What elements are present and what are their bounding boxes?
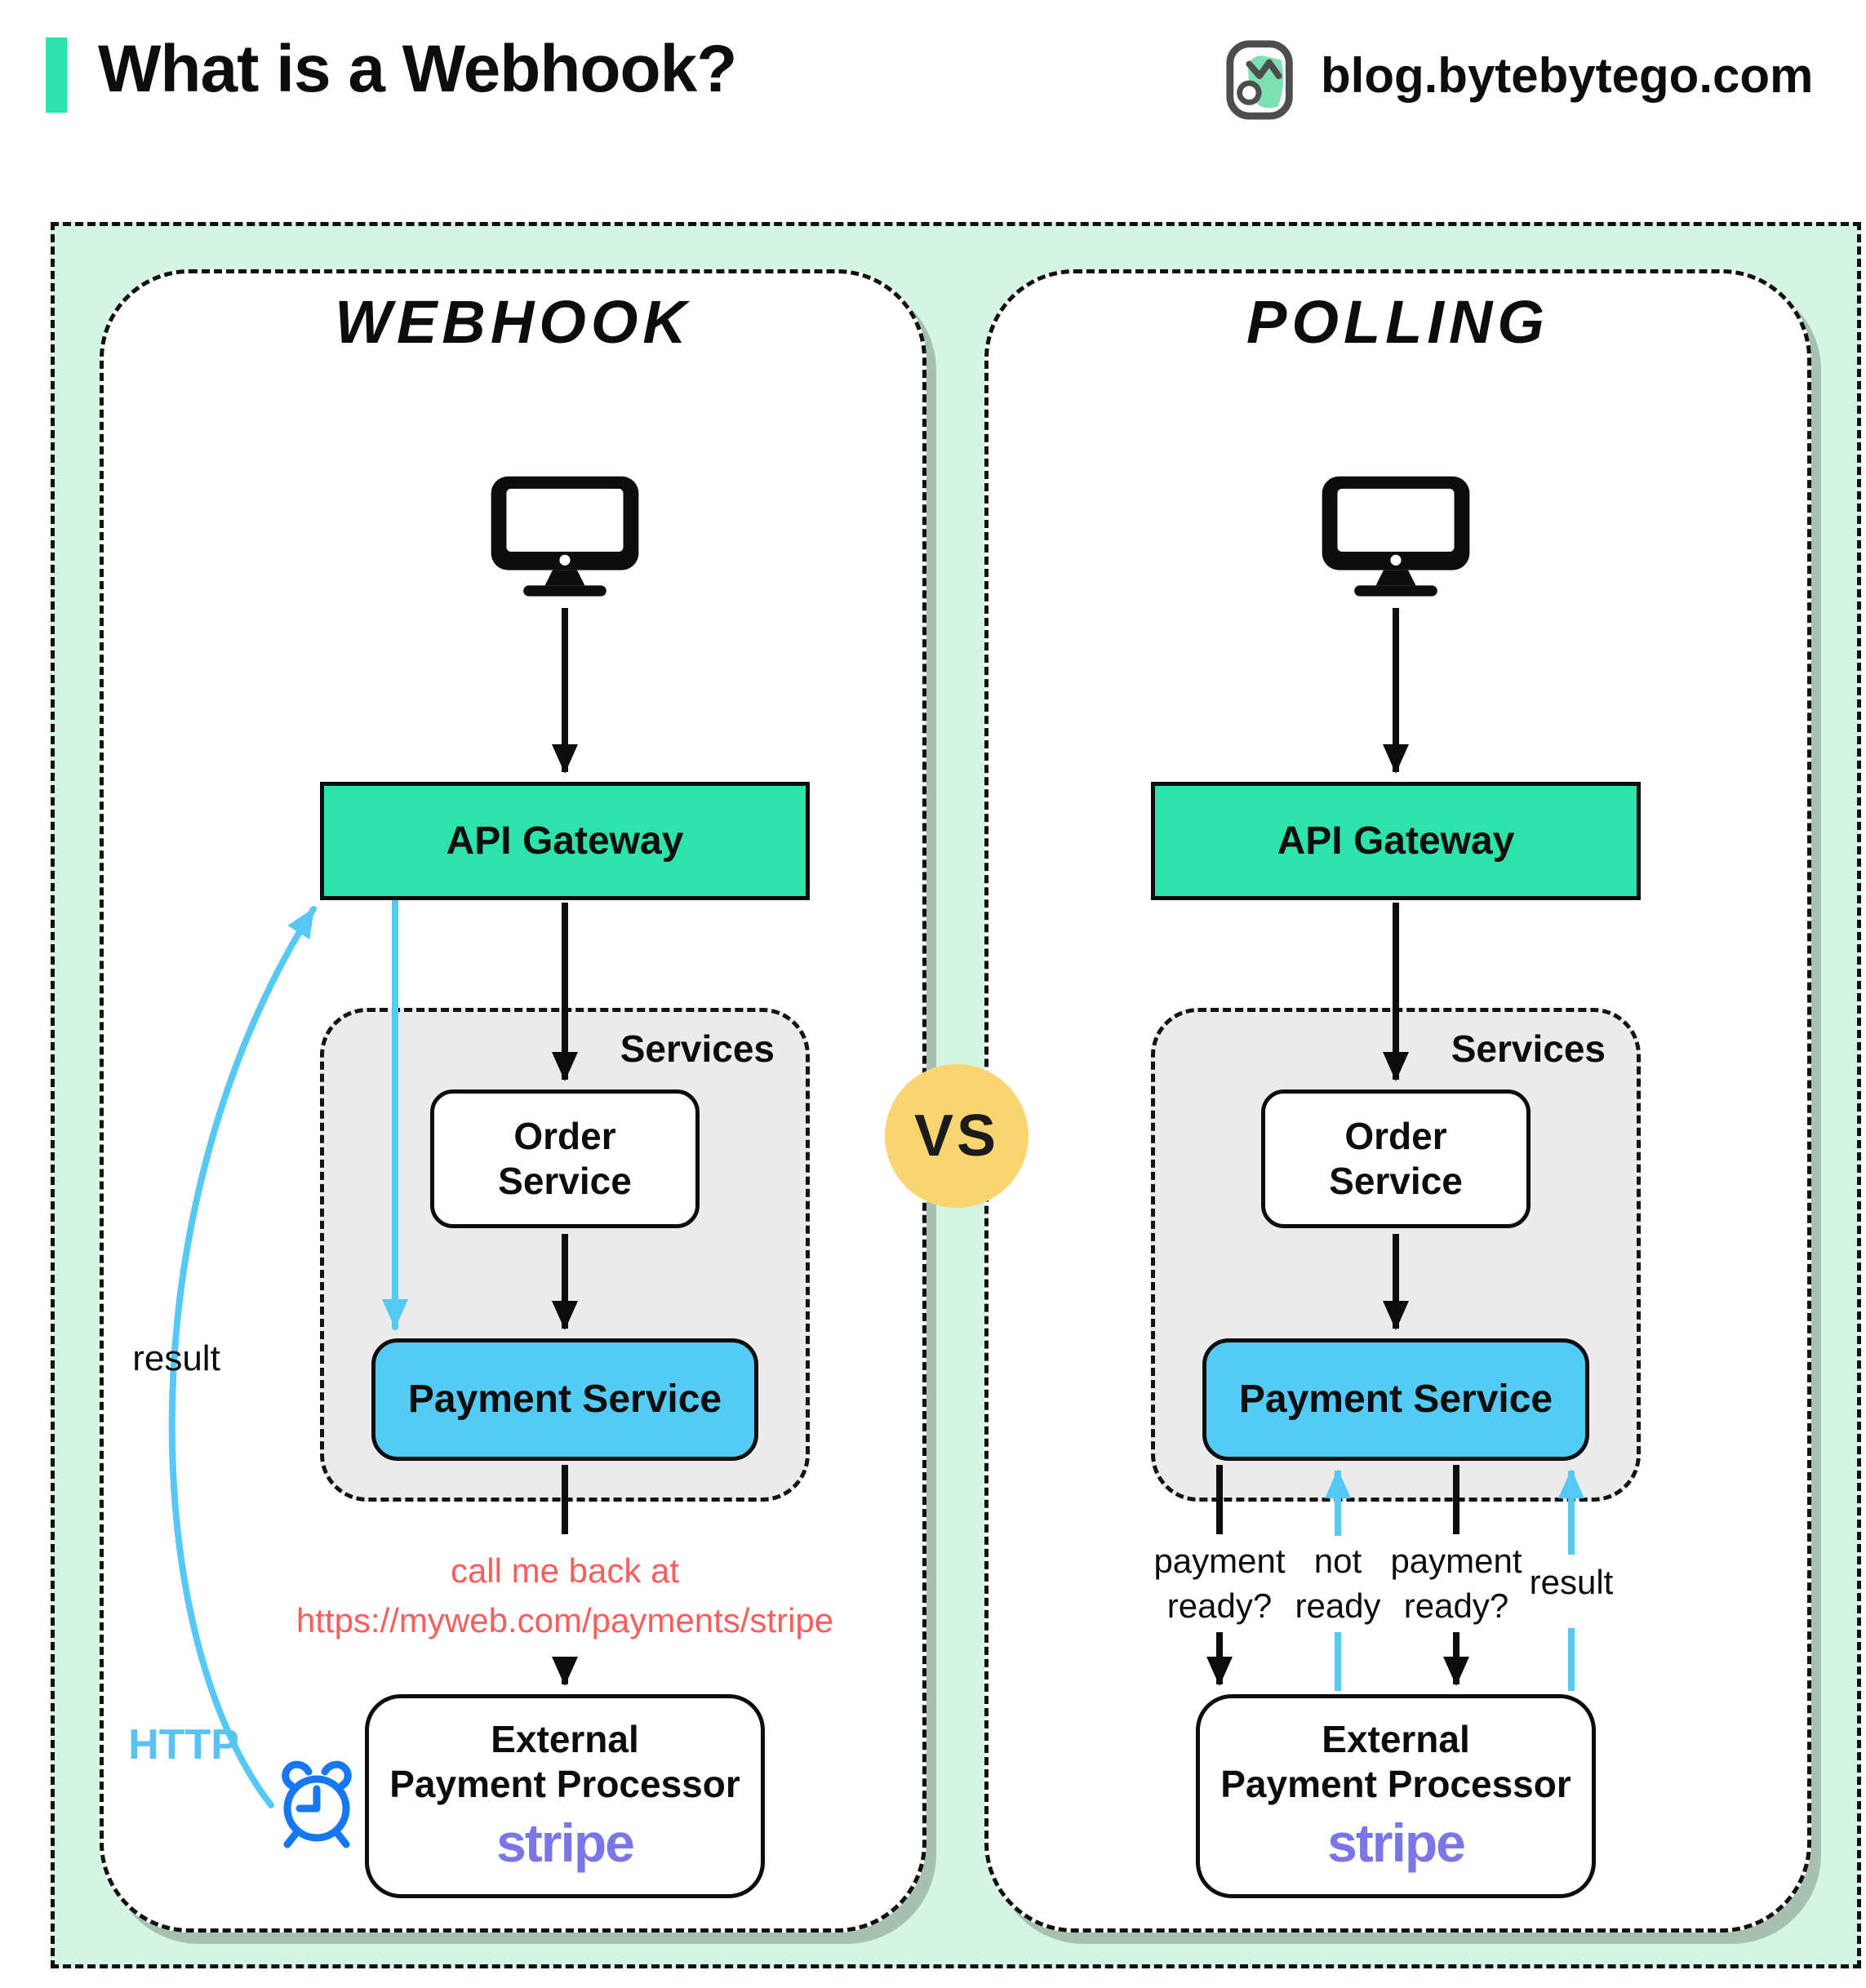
polling-api-gateway-label: API Gateway — [1277, 819, 1515, 863]
polling-title: Polling — [1246, 288, 1549, 356]
webhook-api-gateway-box: API Gateway — [320, 782, 810, 900]
polling-payment-service-label: Payment Service — [1238, 1378, 1553, 1422]
webhook-http-label: HTTP — [128, 1721, 239, 1768]
webhook-title: Webhook — [335, 288, 691, 356]
webhook-payment-service-label: Payment Service — [407, 1378, 722, 1422]
page-title: What is a Webhook? — [98, 32, 737, 106]
polling-request2-label: payment ready? — [1390, 1542, 1522, 1625]
stripe-logo: stripe — [1327, 1812, 1466, 1873]
polling-order-service-box: Order Service — [1261, 1089, 1531, 1228]
webhook-external-line2: Payment Processor — [389, 1763, 740, 1806]
webhook-order-service-label: Order Service — [498, 1114, 632, 1202]
polling-request1-label: payment ready? — [1153, 1542, 1286, 1625]
polling-external-processor-box: External Payment Processor stripe — [1196, 1694, 1596, 1898]
webhook-external-line1: External — [491, 1718, 639, 1761]
stripe-logo: stripe — [496, 1812, 635, 1873]
client-monitor-icon — [1322, 476, 1470, 597]
polling-response1-label: not ready — [1295, 1542, 1381, 1625]
vs-badge: VS — [885, 1064, 1029, 1208]
bytebytego-logo-icon — [1226, 40, 1293, 120]
polling-response2-label: result — [1529, 1563, 1614, 1601]
webhook-payment-service-box: Payment Service — [371, 1338, 758, 1461]
client-monitor-icon — [491, 476, 639, 597]
polling-order-service-label: Order Service — [1329, 1114, 1463, 1202]
callback-note: call me back at https://myweb.com/paymen… — [255, 1546, 875, 1646]
polling-services-label: Services — [1451, 1027, 1606, 1070]
webhook-api-gateway-label: API Gateway — [446, 819, 684, 863]
site-url: blog.bytebytego.com — [1321, 48, 1814, 103]
webhook-order-service-box: Order Service — [430, 1089, 700, 1228]
callback-note-line2: https://myweb.com/payments/stripe — [295, 1600, 834, 1640]
webhook-external-processor-box: External Payment Processor stripe — [365, 1694, 765, 1898]
title-accent-bar — [46, 38, 67, 113]
polling-external-line1: External — [1322, 1718, 1470, 1761]
polling-external-line2: Payment Processor — [1220, 1763, 1571, 1806]
webhook-result-label: result — [132, 1338, 220, 1378]
polling-payment-service-box: Payment Service — [1202, 1338, 1589, 1461]
alarm-clock-icon — [282, 1760, 352, 1848]
polling-api-gateway-box: API Gateway — [1151, 782, 1641, 900]
webhook-services-label: Services — [620, 1027, 775, 1070]
callback-note-line1: call me back at — [450, 1551, 680, 1590]
